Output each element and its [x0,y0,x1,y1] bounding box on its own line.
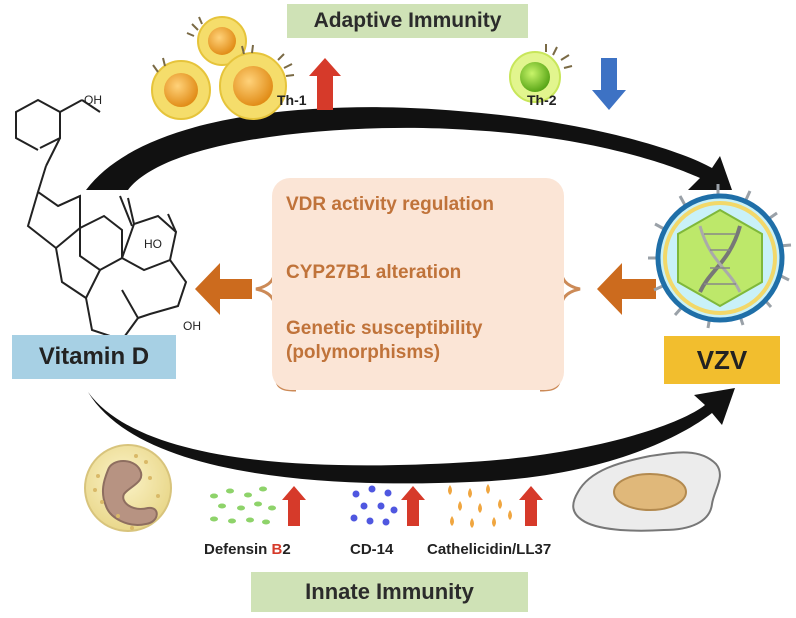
th2-label: Th-2 [527,92,557,108]
cathelicidin-label: Cathelicidin/LL37 [427,541,552,558]
hydroxyl-top-label: OH [84,93,102,107]
defensin-label: Defensin B2 [204,541,291,558]
th1-label: Th-1 [277,92,307,108]
cathelicidin-droplets-icon [448,484,512,528]
left-orange-arrow-icon [195,263,252,315]
bottom-curved-arrow [88,388,735,484]
macrophage-cell-icon [572,451,721,532]
right-orange-arrow-icon [597,263,656,315]
defensin-label-accent: B [271,541,283,558]
th1-up-arrow-icon [309,58,341,110]
top-curved-arrow [86,107,732,190]
mechanism-genetic-susceptibility: Genetic susceptibility (polymorphisms) [286,318,483,363]
th1-cell-icon [186,16,247,66]
vitamin-d-molecule-icon [15,98,188,342]
hydroxyl-left-label: HO [144,237,162,251]
vzv-label: VZV [664,336,780,384]
molecule-hydroxyl-labels: OH HO OH [84,93,201,333]
mechanism-box [272,178,564,390]
vitamin-d-label: Vitamin D [12,335,176,379]
th1-cell-icon [151,57,211,120]
vzv-virus-icon [648,184,792,329]
th2-down-arrow-icon [592,58,626,110]
th1-cell-icon [219,44,295,120]
defensin-label-suffix: 2 [282,541,291,558]
cd14-granules-icon [350,485,398,526]
cathelicidin-up-arrow-icon [519,486,543,526]
defensin-granules-icon [210,486,276,525]
adaptive-immunity-banner: Adaptive Immunity [287,4,528,38]
innate-immunity-banner: Innate Immunity [251,572,528,612]
neutrophil-cell-icon [84,444,172,532]
hydroxyl-bottom-label: OH [183,319,201,333]
cd14-label: CD-14 [350,541,394,558]
mechanism-cyp27b1: CYP27B1 alteration [286,262,462,283]
defensin-up-arrow-icon [282,486,306,526]
th2-cell-icon [509,44,573,103]
defensin-label-prefix: Defensin [204,541,272,558]
cd14-up-arrow-icon [401,486,425,526]
th1-cell-group [151,16,295,120]
mechanism-vdr-activity: VDR activity regulation [286,194,494,215]
